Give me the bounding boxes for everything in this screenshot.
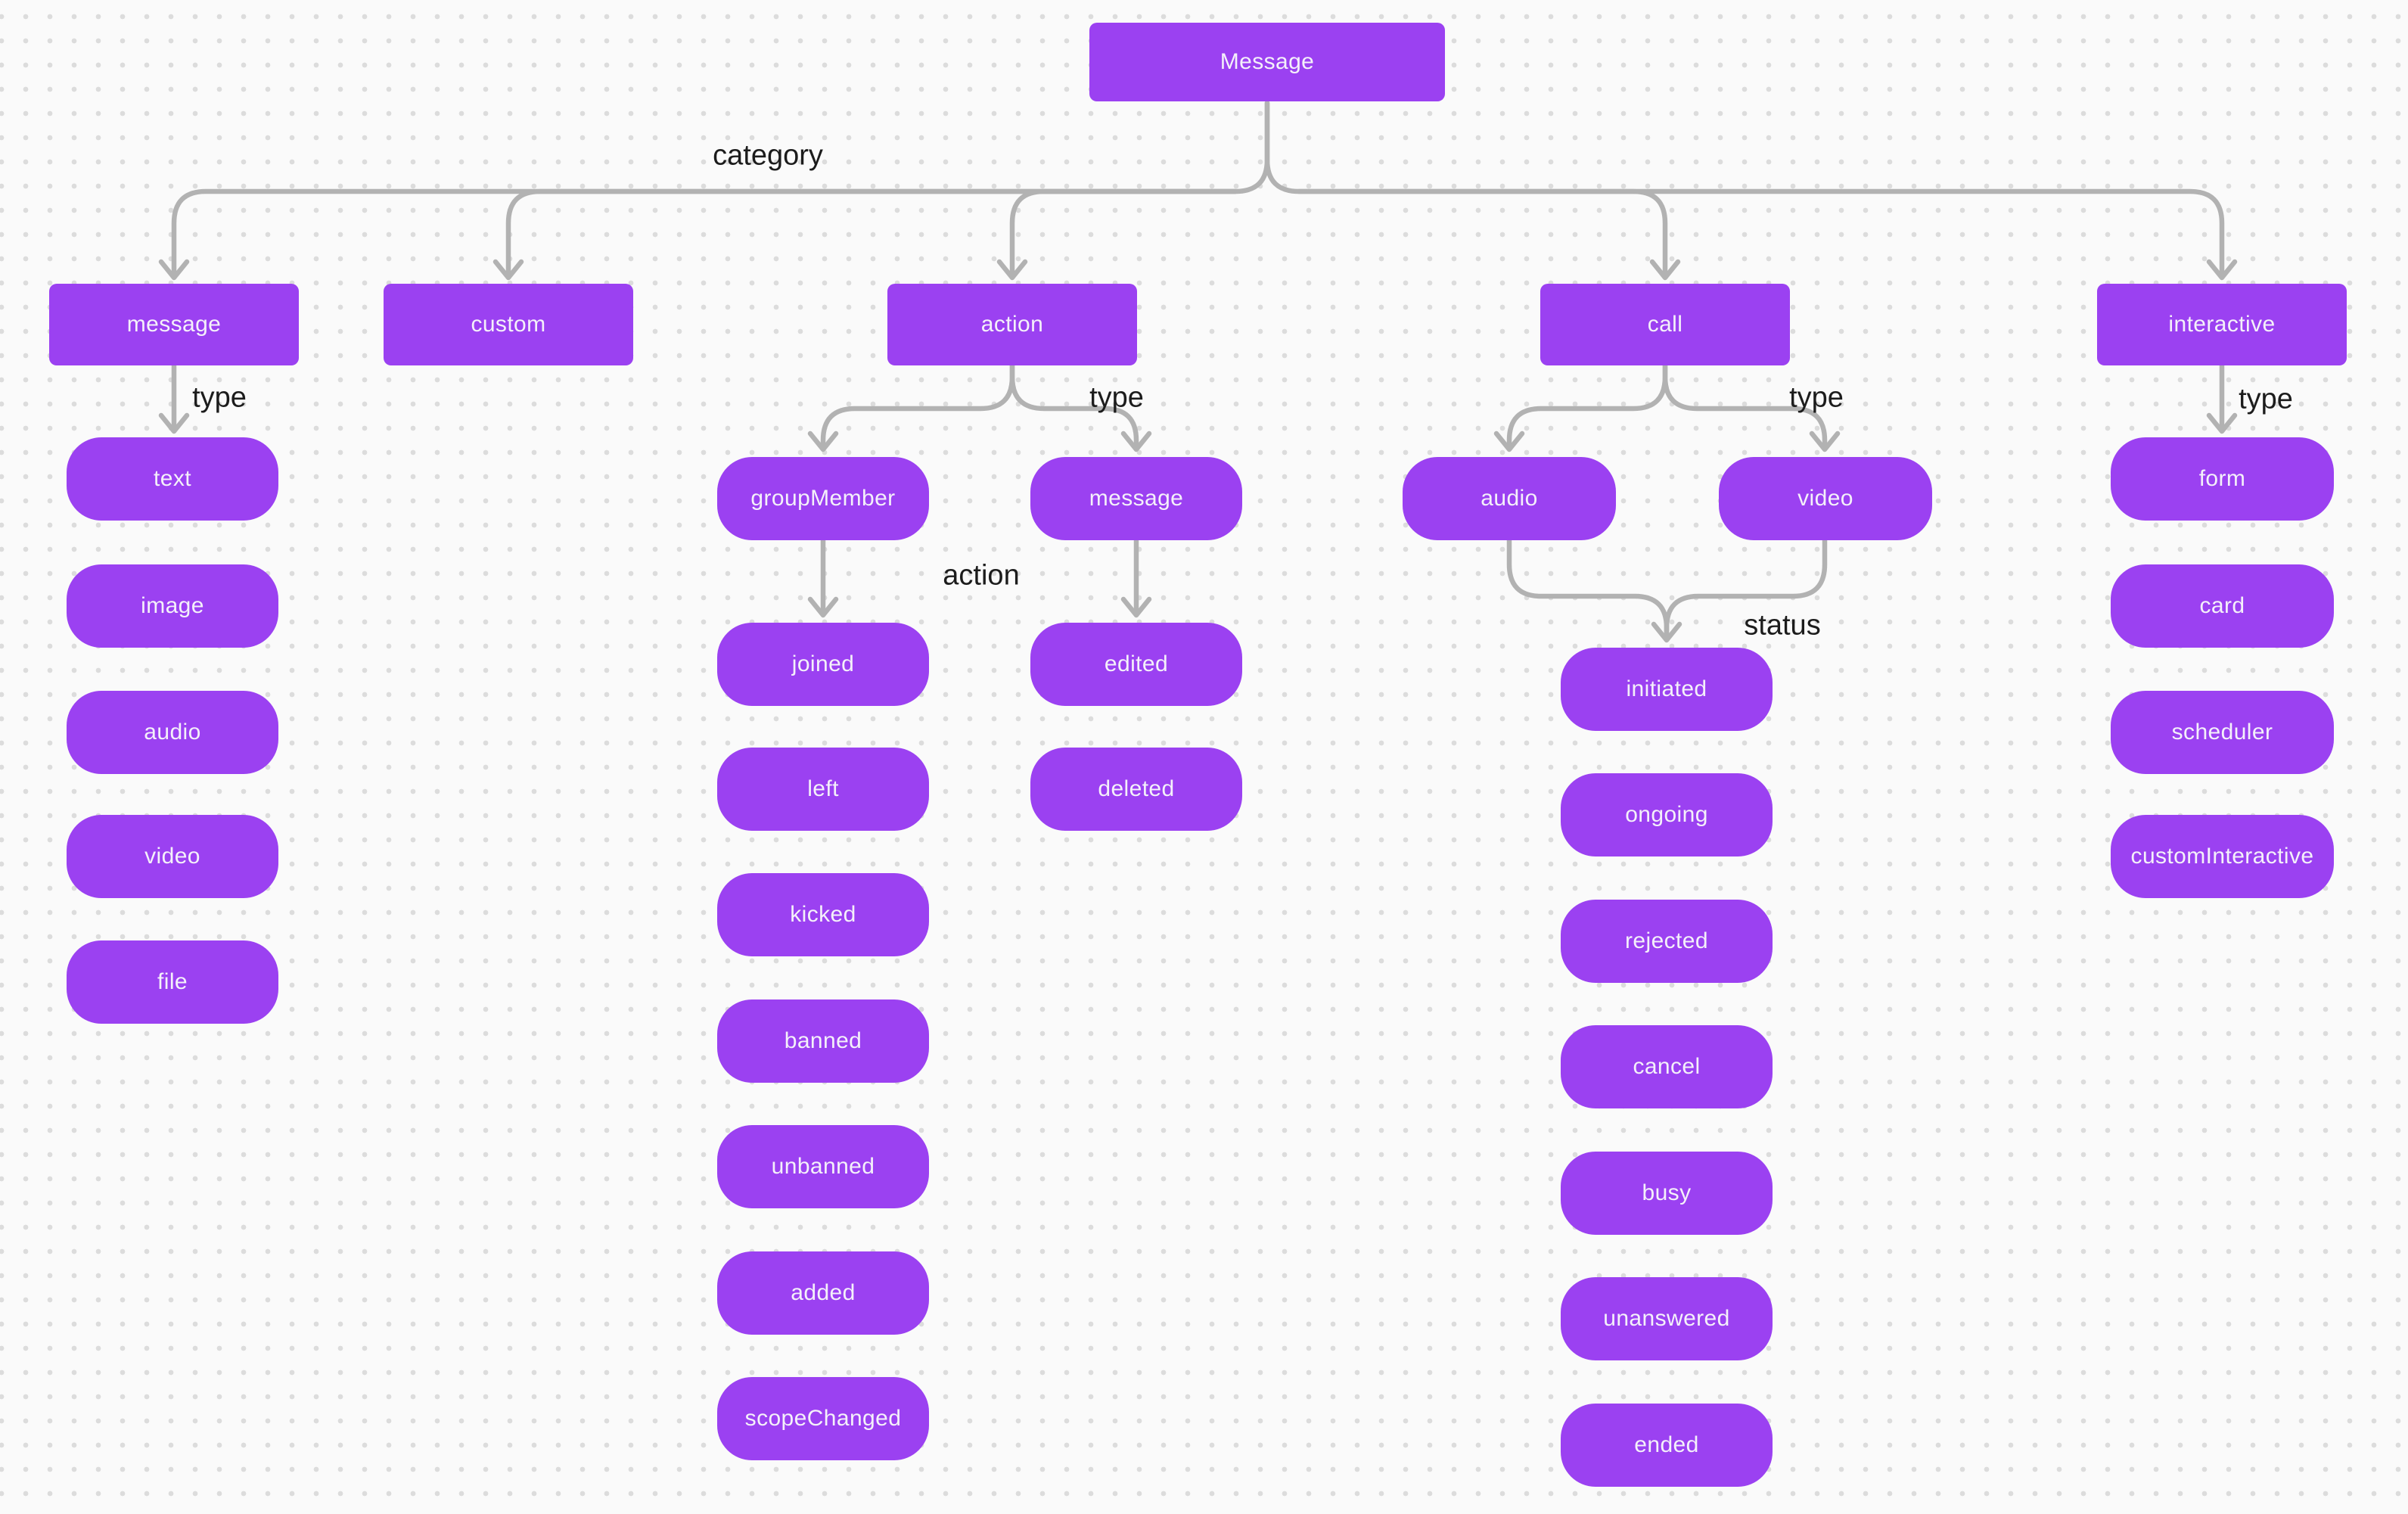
node-action-kicked[interactable]: kicked <box>717 873 929 956</box>
connector-call-to-video <box>1662 362 1828 446</box>
node-interactive-form[interactable]: form <box>2111 437 2334 521</box>
node-type-file[interactable]: file <box>67 940 278 1024</box>
connector-arrowhead-icon <box>158 412 190 434</box>
connector-action-to-groupmember <box>820 362 1015 446</box>
edge-label-type-message[interactable]: type <box>192 381 247 414</box>
connector-arrowhead-icon <box>1120 431 1152 452</box>
node-type-audio[interactable]: audio <box>67 691 278 774</box>
connector-arrowhead-icon <box>996 259 1028 281</box>
connector-root-to-action <box>1009 188 1238 275</box>
node-status-ongoing[interactable]: ongoing <box>1561 773 1773 856</box>
connector-action-to-message <box>1009 362 1139 446</box>
connector-call-to-audio <box>1506 362 1668 446</box>
node-action-unbanned[interactable]: unbanned <box>717 1125 929 1208</box>
node-type-image[interactable]: image <box>67 564 278 648</box>
connector-arrowhead-icon <box>1493 431 1525 452</box>
edge-label-category[interactable]: category <box>713 139 823 172</box>
node-status-busy[interactable]: busy <box>1561 1152 1773 1235</box>
node-status-unanswered[interactable]: unanswered <box>1561 1277 1773 1360</box>
connector-arrowhead-icon <box>1649 259 1681 281</box>
connector-arrowhead-icon <box>158 259 190 281</box>
edge-label-type-interactive[interactable]: type <box>2239 383 2293 415</box>
node-type-video[interactable]: video <box>67 815 278 898</box>
node-status-initiated[interactable]: initiated <box>1561 648 1773 731</box>
edge-label-action[interactable]: action <box>943 559 1020 592</box>
node-category-call[interactable]: call <box>1540 284 1790 365</box>
connector-arrowhead-icon <box>807 431 839 452</box>
connector-root-to-message <box>171 100 1270 275</box>
node-action-edited[interactable]: edited <box>1030 623 1242 706</box>
node-type-text[interactable]: text <box>67 437 278 521</box>
edge-label-status[interactable]: status <box>1744 609 1821 642</box>
node-call-video[interactable]: video <box>1719 457 1932 540</box>
edge-label-type-call[interactable]: type <box>1789 381 1844 414</box>
connector-arrowhead-icon <box>492 259 524 281</box>
node-action-groupmember[interactable]: groupMember <box>717 457 929 540</box>
connector-arrowhead-icon <box>2206 259 2238 281</box>
connector-arrowhead-icon <box>2206 412 2238 434</box>
connector-arrowhead-icon <box>1120 596 1152 618</box>
node-action-banned[interactable]: banned <box>717 999 929 1083</box>
node-category-message[interactable]: message <box>49 284 299 365</box>
connector-arrowhead-icon <box>1651 621 1682 643</box>
connector-root-to-interactive <box>1264 100 2225 275</box>
connector-video-to-initiated <box>1664 537 1828 637</box>
edge-label-type-action[interactable]: type <box>1089 381 1144 414</box>
node-call-audio[interactable]: audio <box>1403 457 1616 540</box>
node-status-ended[interactable]: ended <box>1561 1404 1773 1487</box>
node-action-joined[interactable]: joined <box>717 623 929 706</box>
connector-arrowhead-icon <box>807 596 839 618</box>
node-category-action[interactable]: action <box>887 284 1137 365</box>
connector-root-to-custom <box>505 188 1238 275</box>
node-action-added[interactable]: added <box>717 1251 929 1335</box>
node-interactive-scheduler[interactable]: scheduler <box>2111 691 2334 774</box>
node-action-message[interactable]: message <box>1030 457 1242 540</box>
node-action-scopechanged[interactable]: scopeChanged <box>717 1377 929 1460</box>
connector-root-to-call <box>1296 188 1668 275</box>
node-status-rejected[interactable]: rejected <box>1561 900 1773 983</box>
node-interactive-custominteractive[interactable]: customInteractive <box>2111 815 2334 898</box>
node-category-custom[interactable]: custom <box>384 284 633 365</box>
node-root-message[interactable]: Message <box>1089 23 1445 101</box>
node-status-cancel[interactable]: cancel <box>1561 1025 1773 1108</box>
node-interactive-card[interactable]: card <box>2111 564 2334 648</box>
connector-audio-to-initiated <box>1506 537 1670 637</box>
node-action-deleted[interactable]: deleted <box>1030 748 1242 831</box>
node-category-interactive[interactable]: interactive <box>2097 284 2347 365</box>
connector-arrowhead-icon <box>1809 431 1841 452</box>
node-action-left[interactable]: left <box>717 748 929 831</box>
